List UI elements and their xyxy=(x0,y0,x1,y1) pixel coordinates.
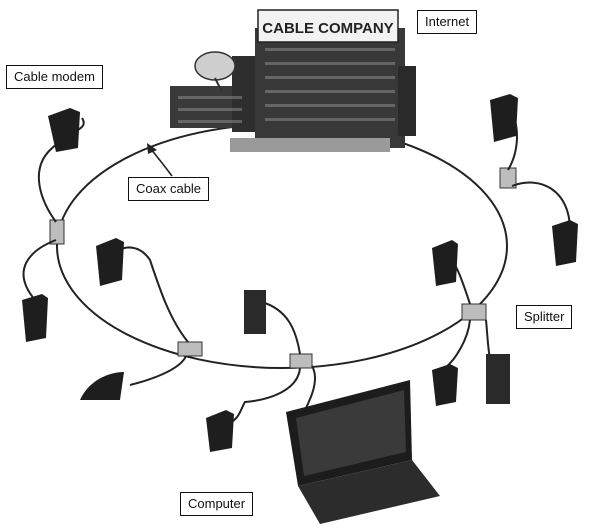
cable-modem-icon xyxy=(490,94,518,142)
cable-modem-icon xyxy=(96,238,124,286)
cable-modem-icon xyxy=(80,372,124,400)
splitter xyxy=(461,303,487,321)
splitter xyxy=(49,219,65,245)
splitter xyxy=(289,353,313,369)
desktop-tower-icon xyxy=(244,290,266,334)
internet-label: Internet xyxy=(417,10,478,34)
desktop-tower-icon xyxy=(486,354,510,404)
laptop-icon xyxy=(286,380,440,524)
building-sign-text: CABLE COMPANY xyxy=(262,20,393,37)
cable-modem-icon xyxy=(48,108,80,152)
splitter xyxy=(499,167,517,189)
cable-modem-icon xyxy=(206,410,234,452)
cable-modem-icon xyxy=(432,240,458,286)
cable-company-building: CABLE COMPANY xyxy=(170,9,416,152)
cable-modem-icon xyxy=(552,220,578,266)
cable-modem-icon xyxy=(22,294,48,342)
coax-cable-label: Coax cable xyxy=(128,177,210,201)
cable-modem-icon xyxy=(432,364,458,406)
computer-label: Computer xyxy=(180,492,254,516)
splitter xyxy=(177,341,203,357)
splitter-label: Splitter xyxy=(516,305,573,329)
arrow-head-icon xyxy=(147,143,157,154)
building-sign xyxy=(257,9,399,43)
satellite-dish-icon xyxy=(194,51,236,81)
cable-modem-label: Cable modem xyxy=(6,65,103,89)
coax-arrow xyxy=(149,147,173,177)
